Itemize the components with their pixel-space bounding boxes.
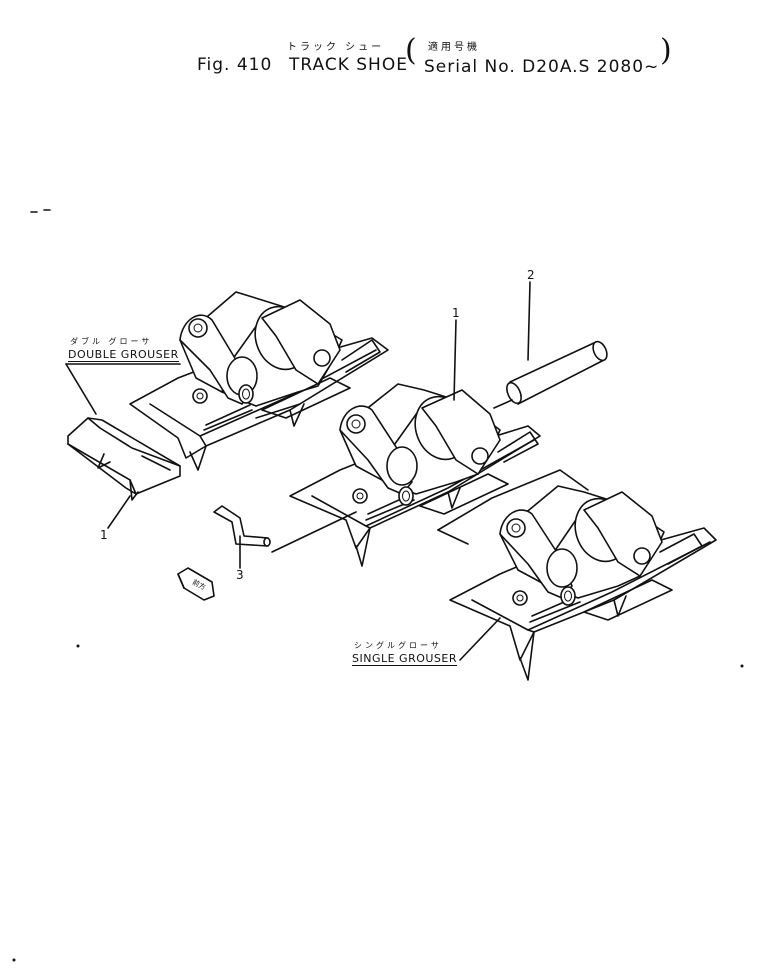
title-japanese: トラック シュー [287,42,385,53]
leader-part-1b [453,319,457,401]
double-grouser-japanese: ダブル グローサ [70,337,153,346]
applicability-japanese: 適用号機 [428,42,480,53]
pin-part-3 [213,505,271,547]
figure-number: Fig. 410 [197,55,273,75]
dot-mark [12,958,16,962]
leader-double-grouser [65,363,97,415]
leader-single-grouser [459,617,501,661]
dot-mark [76,644,80,648]
callout-part-1b: 1 [452,306,460,320]
callout-part-2: 2 [527,268,535,282]
single-grouser-label: SINGLE GROUSER [352,652,458,666]
double-grouser-plate [67,417,181,501]
right-bracket: ) [660,33,672,68]
direction-arrow-icon [177,567,215,601]
left-bracket: ( [405,33,417,68]
serial-number: Serial No. D20A.S 2080~ [424,57,660,77]
dot-mark [740,664,744,668]
callout-part-1a: 1 [100,528,108,542]
callout-part-3: 3 [236,568,244,582]
leader-part-2 [527,281,531,361]
track-shoe-upper [129,291,389,471]
track-shoe-front [449,485,717,681]
double-grouser-label: DOUBLE GROUSER [68,348,179,362]
figure-title: TRACK SHOE [289,55,408,75]
track-shoe-center [271,383,589,567]
pin-part-2 [493,340,608,409]
single-grouser-japanese: シングルグローサ [354,641,442,650]
leader-part-1a [107,495,131,529]
